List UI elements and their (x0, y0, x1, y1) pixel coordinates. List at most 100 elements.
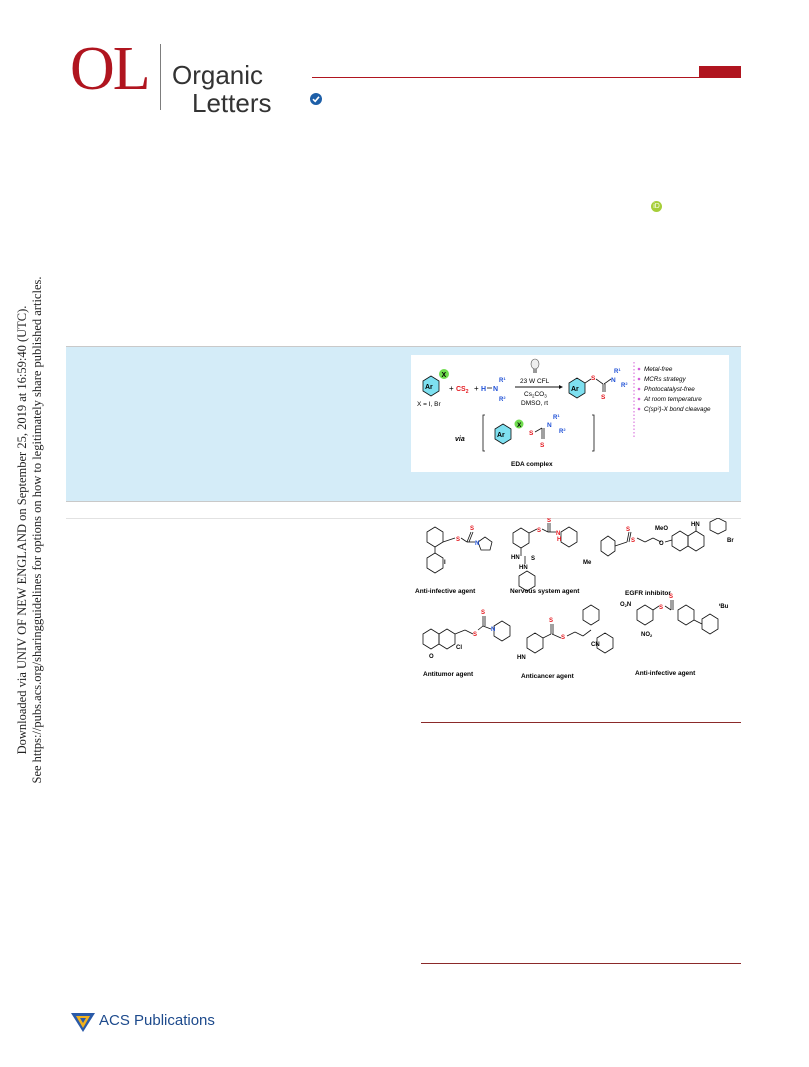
aryl-ring-start (422, 375, 440, 397)
figure-caption: Anticancer agent (521, 673, 575, 680)
orcid-icon[interactable]: iD (651, 201, 662, 212)
atom-s-2b: S (547, 518, 551, 524)
atom-o2n: O2N (620, 602, 631, 608)
download-notice: Downloaded via UNIV OF NEW ENGLAND on Se… (15, 170, 45, 890)
atom-s-1b: S (470, 526, 474, 532)
atom-o-4: O (429, 654, 434, 660)
feature-item: Metal-free (644, 366, 673, 373)
figure-svg: I S S N S S N H HN S HN Me S S O MeO HN … (415, 517, 734, 680)
eda-halogen-icon (514, 419, 524, 429)
figure-rule-top (421, 722, 741, 723)
toc-graphic-svg: Ar X + CS2 + H N R1 R2 X = I, Br 23 W CF… (417, 358, 711, 468)
atom-br: Br (727, 538, 734, 544)
x-label: X (442, 372, 447, 379)
figure-caption: Anti-infective agent (635, 670, 696, 677)
atom-hn-2b: HN (519, 565, 528, 571)
atom-cl: Cl (456, 645, 462, 651)
aryl-ring-eda (494, 423, 512, 445)
plus-2: + (474, 384, 479, 393)
atom-s-3b: S (631, 538, 635, 544)
eda-x: X (517, 422, 522, 429)
journal-name-word-1: Organic (172, 60, 264, 90)
atom-me: Me (583, 560, 592, 566)
atom-n-1: N (475, 541, 479, 547)
journal-logo-letters: OL (70, 35, 151, 103)
atom-h-2: H (557, 537, 561, 543)
figure-rule-bottom (421, 963, 741, 964)
atom-s-3a: S (626, 527, 630, 533)
atom-hn-2a: HN (511, 555, 520, 561)
atom-meo: MeO (655, 526, 668, 532)
condition-light: 23 W CFL (520, 378, 550, 385)
publisher-name: ACS Publications (99, 1012, 215, 1029)
atom-s-6b: S (669, 594, 673, 600)
atom-s-4a: S (473, 632, 477, 638)
checkmark-badge-icon (310, 93, 322, 105)
product-r2: R2 (621, 381, 628, 389)
ar-label: Ar (425, 384, 433, 391)
header-rule (312, 77, 740, 78)
amine-r1: R1 (499, 376, 506, 384)
product-s: S (591, 375, 596, 382)
eda-r1: R1 (553, 413, 560, 421)
atom-s-4b: S (481, 610, 485, 616)
feature-bullet (637, 397, 641, 401)
figure-captions: Anti-infective agent Nervous system agent… (415, 588, 696, 680)
atom-s-5b: S (561, 635, 565, 641)
aryl-ring-product (568, 377, 586, 399)
feature-bullet (637, 387, 641, 391)
feature-bullet (637, 407, 641, 411)
download-notice-line-2: See https://pubs.acs.org/sharingguidelin… (30, 276, 44, 784)
lightbulb-icon (530, 358, 540, 373)
abstract-bottom-rule (66, 500, 741, 519)
figure-caption: Antitumor agent (423, 671, 474, 678)
atom-n-2: N (556, 531, 560, 537)
condition-base: Cs2CO3 (524, 391, 547, 399)
atom-n-4: N (491, 627, 495, 633)
eda-ar: Ar (497, 432, 505, 439)
atom-s-5a: S (549, 618, 553, 624)
atom-tbu: tBu (719, 602, 729, 610)
eda-s2: S (540, 442, 545, 449)
atom-iodo: I (444, 560, 446, 566)
atom-s-2a: S (537, 528, 541, 534)
atom-s-6a: S (659, 605, 663, 611)
atom-cn: CN (591, 642, 600, 648)
cs2-label: CS2 (456, 386, 469, 395)
atom-hn-3: HN (691, 522, 700, 528)
atom-no2: NO2 (641, 632, 653, 638)
atom-hn-5: HN (517, 655, 526, 661)
feature-item: Photocatalyst-free (644, 386, 695, 393)
via-label: via (455, 436, 465, 443)
feature-item: At room temperature (643, 396, 702, 403)
figure-caption: Anti-infective agent (415, 588, 476, 595)
figure-caption: Nervous system agent (510, 588, 580, 595)
plus-1: + (449, 384, 454, 393)
amine-h: H (481, 386, 486, 393)
logo-divider (160, 44, 161, 110)
eda-complex-label: EDA complex (511, 461, 553, 468)
bioactive-structures-figure: I S S N S S N H HN S HN Me S S O MeO HN … (415, 517, 747, 693)
feature-bullet (637, 377, 641, 381)
figure-caption: EGFR inhibitor (625, 590, 671, 597)
amine-n: N (493, 386, 498, 393)
acs-logo-icon (71, 1013, 95, 1032)
condition-solvent: DMSO, rt (521, 400, 548, 407)
eda-n: N (547, 422, 552, 429)
atom-s-1a: S (456, 537, 460, 543)
eda-s: S (529, 430, 534, 437)
product-n: N (611, 377, 616, 384)
atom-o-3: O (659, 541, 664, 547)
atom-s-2c: S (531, 556, 535, 562)
header-tab (699, 66, 741, 78)
feature-item: MCRs strategy (644, 376, 686, 383)
download-notice-line-1: Downloaded via UNIV OF NEW ENGLAND on Se… (15, 305, 29, 755)
journal-name-word-2: Letters (192, 88, 272, 118)
feature-item: C(sp²)-X bond cleavage (644, 406, 711, 413)
eda-r2: R2 (559, 427, 566, 435)
halide-note: X = I, Br (417, 401, 441, 408)
product-s2: S (601, 394, 606, 401)
amine-r2: R2 (499, 395, 506, 403)
product-r1: R1 (614, 367, 621, 375)
